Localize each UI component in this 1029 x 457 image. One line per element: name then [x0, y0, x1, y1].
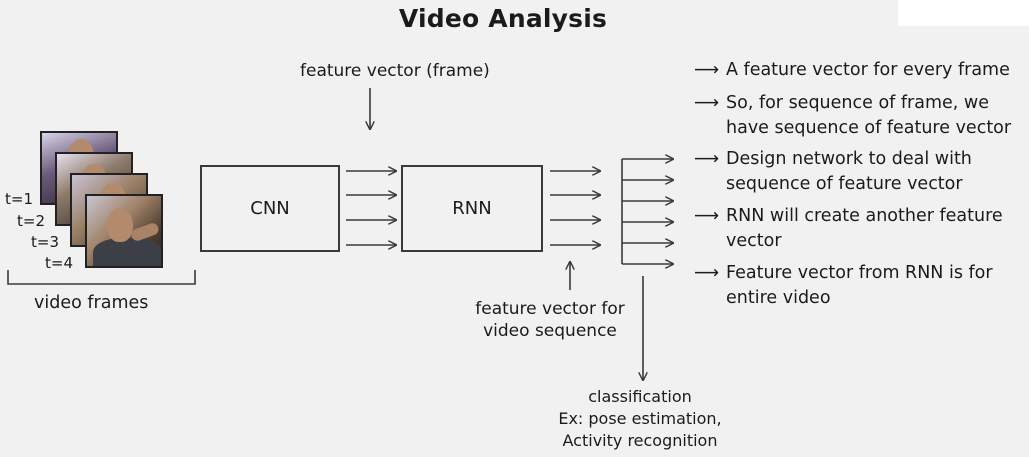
frame-label-t3: t=3 — [31, 233, 59, 251]
person-body-image — [93, 238, 161, 266]
bullet-arrow-icon: ⟶ — [694, 263, 720, 283]
person-face-image — [107, 208, 133, 242]
bullet-text: RNN will create another feature vector — [726, 206, 1003, 251]
bullet-text: A feature vector for every frame — [726, 60, 1010, 80]
bullet-arrow-icon: ⟶ — [694, 60, 720, 80]
bullet-item-4: ⟶ RNN will create another feature vector — [694, 204, 1029, 254]
corner-white-box — [898, 0, 1029, 26]
classification-label: classification Ex: pose estimation, Acti… — [558, 387, 722, 450]
video-frames-caption: video frames — [34, 293, 149, 313]
frame-label-t2: t=2 — [17, 212, 45, 230]
bullet-item-1: ⟶ A feature vector for every frame — [694, 58, 1029, 83]
bullet-arrow-icon: ⟶ — [694, 93, 720, 113]
bullet-text: Feature vector from RNN is for entire vi… — [726, 263, 993, 308]
page-title: Video Analysis — [398, 4, 608, 33]
bullet-item-2: ⟶ So, for sequence of frame, we have seq… — [694, 91, 1029, 141]
bullet-text: So, for sequence of frame, we have seque… — [726, 93, 1012, 138]
bullet-item-3: ⟶ Design network to deal with sequence o… — [694, 147, 1029, 197]
cnn-label: CNN — [250, 198, 290, 219]
bullet-arrow-icon: ⟶ — [694, 149, 720, 169]
feature-vector-video-label: feature vector for video sequence — [475, 299, 625, 341]
video-frames-bracket — [7, 270, 196, 285]
frame-label-t4: t=4 — [45, 254, 73, 272]
bullet-arrow-icon: ⟶ — [694, 206, 720, 226]
cnn-box: CNN — [200, 165, 340, 252]
rnn-label: RNN — [452, 198, 492, 219]
bullet-text: Design network to deal with sequence of … — [726, 149, 972, 194]
rnn-box: RNN — [401, 165, 543, 252]
frame-label-t1: t=1 — [5, 190, 33, 208]
bullet-item-5: ⟶ Feature vector from RNN is for entire … — [694, 261, 1029, 311]
video-frame-4 — [85, 194, 163, 268]
